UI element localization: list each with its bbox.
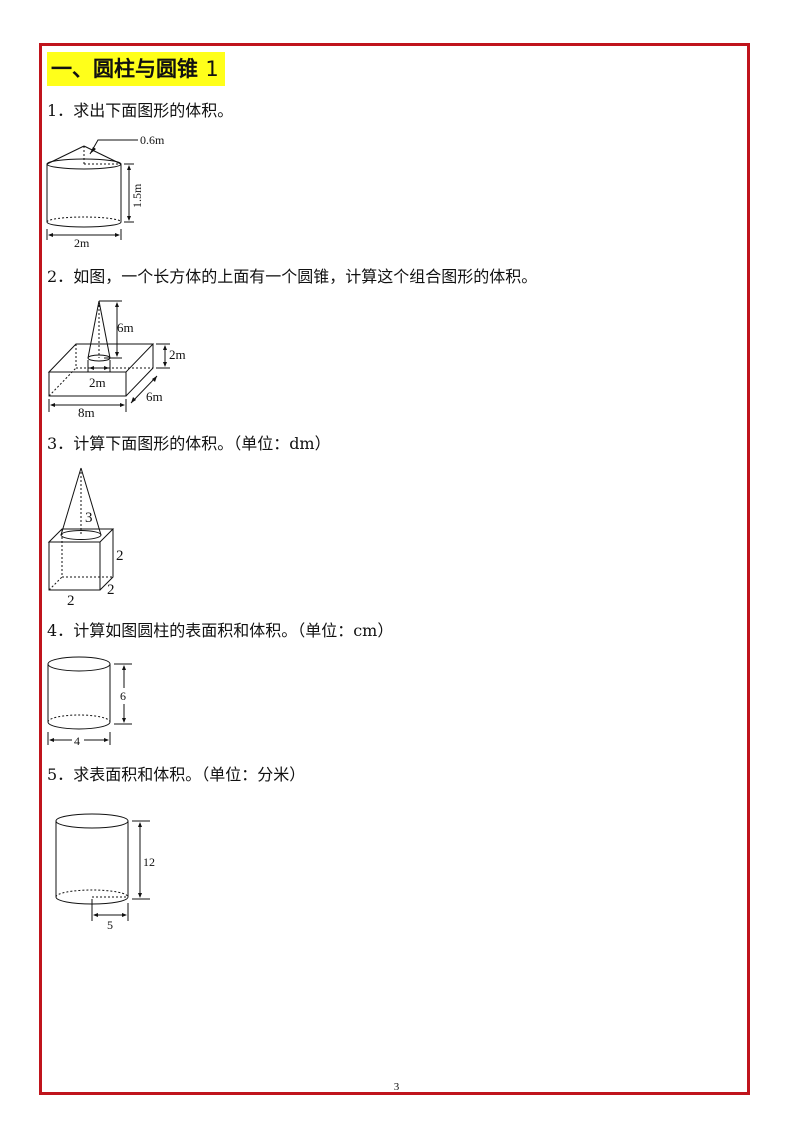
box-depth-label: 6m — [146, 389, 163, 404]
question-text: 求表面积和体积。（单位：分米） — [73, 765, 306, 784]
cube-with-cone-figure: 3 2 2 2 — [47, 467, 124, 609]
page-border — [39, 43, 750, 1095]
question-2: 2．如图，一个长方体的上面有一个圆锥，计算这个组合图形的体积。 — [47, 267, 537, 287]
cube-width-label: 2 — [67, 593, 75, 609]
cone-height-label: 6m — [117, 320, 134, 335]
height-label: 1.5m — [130, 183, 144, 208]
section-title: 一、圆柱与圆锥 1 — [47, 52, 225, 86]
question-text: 如图，一个长方体的上面有一个圆锥，计算这个组合图形的体积。 — [73, 267, 538, 286]
cuboid-with-cone-figure: 6m 2m 2m 6m 8m — [47, 300, 186, 420]
cone-base-label: 2m — [89, 375, 106, 390]
cylinder-figure-5: 12 5 — [55, 813, 155, 932]
question-4: 4．计算如图圆柱的表面积和体积。（单位：cm） — [47, 621, 393, 641]
question-text: 求出下面图形的体积。 — [73, 101, 234, 120]
diameter-label: 2m — [74, 236, 90, 250]
cylinder-figure: 6 4 — [47, 656, 132, 748]
cylinder-with-cone-figure: 0.6m 1.5m 2m — [46, 133, 165, 250]
question-number: 2． — [47, 267, 74, 286]
cube-depth-label: 2 — [107, 582, 115, 598]
question-5: 5．求表面积和体积。（单位：分米） — [47, 765, 305, 785]
box-length-label: 8m — [78, 405, 95, 420]
cube-height-label: 2 — [116, 548, 124, 564]
section-title-number: 1 — [205, 57, 219, 81]
question-text: 计算下面图形的体积。（单位：dm） — [73, 434, 331, 453]
question-1: 1．求出下面图形的体积。 — [47, 101, 233, 121]
question-number: 4． — [47, 621, 74, 640]
question-text: 计算如图圆柱的表面积和体积。（单位：cm） — [73, 621, 394, 640]
box-height-label: 2m — [169, 347, 186, 362]
diameter-label: 4 — [74, 734, 80, 748]
radius-label: 0.6m — [140, 133, 165, 147]
question-3: 3．计算下面图形的体积。（单位：dm） — [47, 434, 331, 454]
height-label: 6 — [120, 689, 126, 703]
radius-label: 5 — [107, 918, 113, 932]
height-label: 12 — [143, 855, 155, 869]
page-number: 3 — [393, 1081, 400, 1093]
cone-height-label: 3 — [85, 510, 93, 526]
question-number: 5． — [47, 765, 74, 784]
question-number: 3． — [47, 434, 74, 453]
question-number: 1． — [47, 101, 74, 120]
section-title-text: 一、圆柱与圆锥 — [51, 57, 198, 81]
